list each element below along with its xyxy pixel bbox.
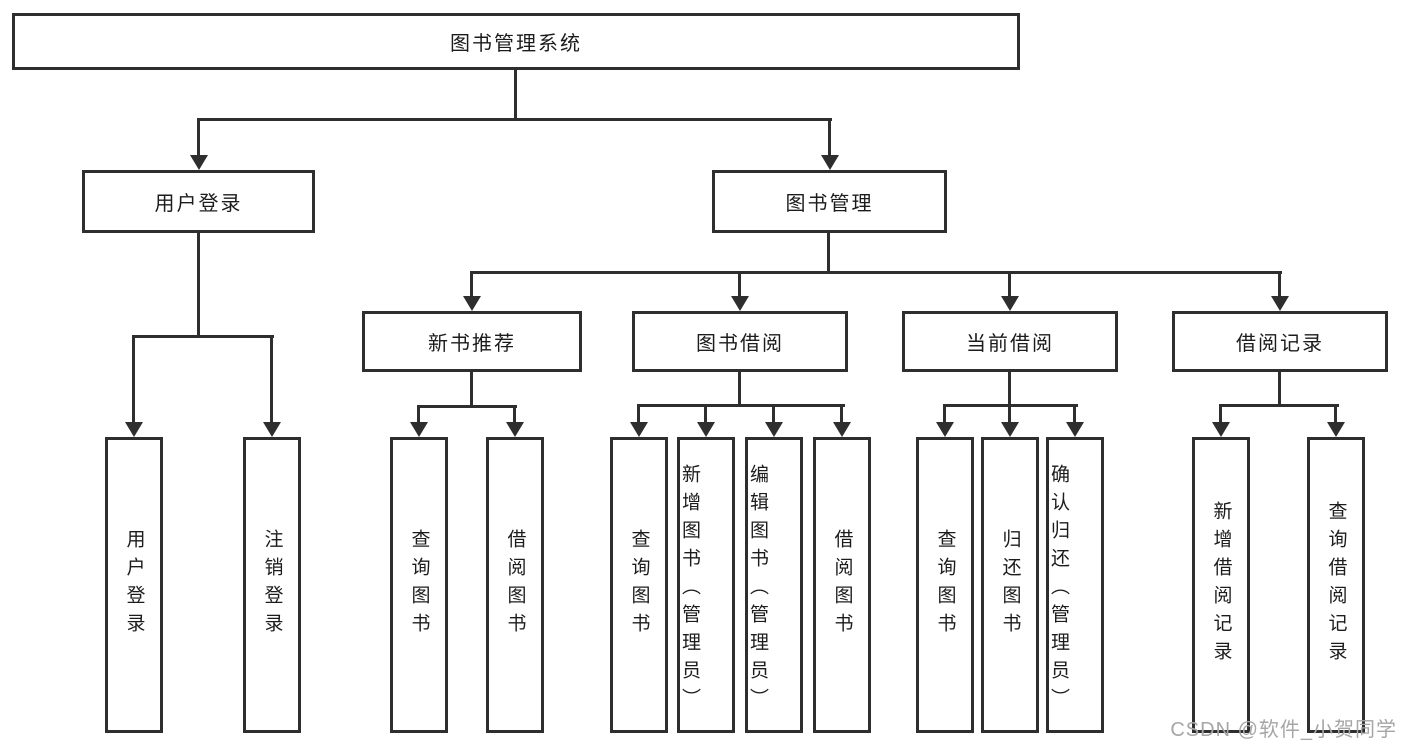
arrow-to-leaf-current-return: [1001, 407, 1019, 437]
connector-borrow-records-rail: [1219, 404, 1339, 407]
node-book-borrow: 图书借阅: [632, 311, 848, 372]
arrow-to-book-management: [821, 118, 839, 170]
leaf-recommend-borrow-books: 借阅图书: [486, 437, 544, 733]
arrow-to-leaf-logout: [263, 338, 281, 437]
arrow-to-leaf-user-login: [125, 338, 143, 437]
node-label: 用户登录: [123, 529, 145, 641]
node-label: 图书借阅: [696, 333, 784, 355]
leaf-user-login: 用户登录: [105, 437, 163, 733]
node-label: 确认归还（管理员）: [1048, 463, 1069, 716]
leaf-borrow-borrow-books: 借阅图书: [813, 437, 871, 733]
node-label: 用户登录: [154, 193, 243, 215]
csdn-watermark: CSDN @软件_小贺同学: [1170, 719, 1397, 741]
connector-book-borrow-rail: [637, 404, 845, 407]
connector-current-borrow-rail: [943, 404, 1078, 407]
node-user-login: 用户登录: [82, 170, 315, 233]
arrow-to-book-borrow: [731, 274, 749, 311]
node-label: 借阅图书: [504, 529, 526, 641]
arrow-to-leaf-borrow-borrow: [833, 407, 851, 437]
connector-user-login-stem: [197, 232, 200, 336]
node-label: 查询图书: [934, 529, 956, 641]
node-label: 新增借阅记录: [1210, 501, 1232, 669]
leaf-logout: 注销登录: [243, 437, 301, 733]
leaf-records-add-record: 新增借阅记录: [1192, 437, 1250, 733]
arrow-to-borrow-records: [1271, 274, 1289, 311]
node-label: 借阅图书: [831, 529, 853, 641]
leaf-records-query-record: 查询借阅记录: [1307, 437, 1365, 733]
arrow-to-leaf-records-add: [1212, 407, 1230, 437]
node-label: 查询图书: [628, 529, 650, 641]
node-borrow-records: 借阅记录: [1172, 311, 1388, 372]
node-new-book-recommend: 新书推荐: [362, 311, 582, 372]
connector-new-book-recommend-rail: [417, 405, 517, 408]
node-label: 新增图书（管理员）: [679, 463, 700, 716]
arrow-to-leaf-borrow-query: [630, 407, 648, 437]
node-current-borrow: 当前借阅: [902, 311, 1118, 372]
node-label: 编辑图书（管理员）: [747, 463, 768, 716]
node-label: 注销登录: [261, 529, 283, 641]
arrow-to-leaf-borrow-edit: [765, 407, 783, 437]
leaf-borrow-query-books: 查询图书: [610, 437, 668, 733]
connector-new-book-recommend-stem: [470, 372, 473, 407]
leaf-recommend-query-books: 查询图书: [390, 437, 448, 733]
node-label: 当前借阅: [966, 333, 1054, 355]
arrow-to-new-book-recommend: [463, 274, 481, 311]
leaf-current-confirm-return-admin: 确认归还（管理员）: [1046, 437, 1104, 733]
node-label: 归还图书: [999, 529, 1021, 641]
node-label: 查询借阅记录: [1325, 501, 1347, 669]
connector-root-stem: [514, 70, 517, 120]
node-label: 借阅记录: [1236, 333, 1324, 355]
leaf-borrow-edit-books-admin: 编辑图书（管理员）: [745, 437, 803, 733]
node-label: 新书推荐: [428, 333, 516, 355]
arrow-to-user-login: [190, 118, 208, 170]
connector-borrow-records-stem: [1278, 372, 1281, 406]
leaf-current-query-books: 查询图书: [916, 437, 974, 733]
connector-book-borrow-stem: [738, 372, 741, 406]
arrow-to-leaf-records-query: [1327, 407, 1345, 437]
connector-book-management-stem: [827, 232, 830, 273]
connector-current-borrow-stem: [1008, 372, 1011, 406]
leaf-current-return-books: 归还图书: [981, 437, 1039, 733]
arrow-to-leaf-recommend-query: [410, 408, 428, 437]
arrow-to-leaf-borrow-add: [697, 407, 715, 437]
node-root-library-management-system: 图书管理系统: [12, 13, 1020, 70]
arrow-to-leaf-current-confirm: [1066, 407, 1084, 437]
connector-root-rail: [197, 118, 832, 121]
node-book-management: 图书管理: [712, 170, 947, 233]
connector-book-management-rail: [470, 271, 1282, 274]
node-label: 图书管理: [785, 193, 874, 215]
arrow-to-leaf-recommend-borrow: [506, 408, 524, 437]
leaf-borrow-add-books-admin: 新增图书（管理员）: [677, 437, 735, 733]
arrow-to-leaf-current-query: [936, 407, 954, 437]
arrow-to-current-borrow: [1001, 274, 1019, 311]
node-label: 图书管理系统: [450, 33, 582, 55]
connector-user-login-rail: [132, 335, 274, 338]
node-label: 查询图书: [408, 529, 430, 641]
